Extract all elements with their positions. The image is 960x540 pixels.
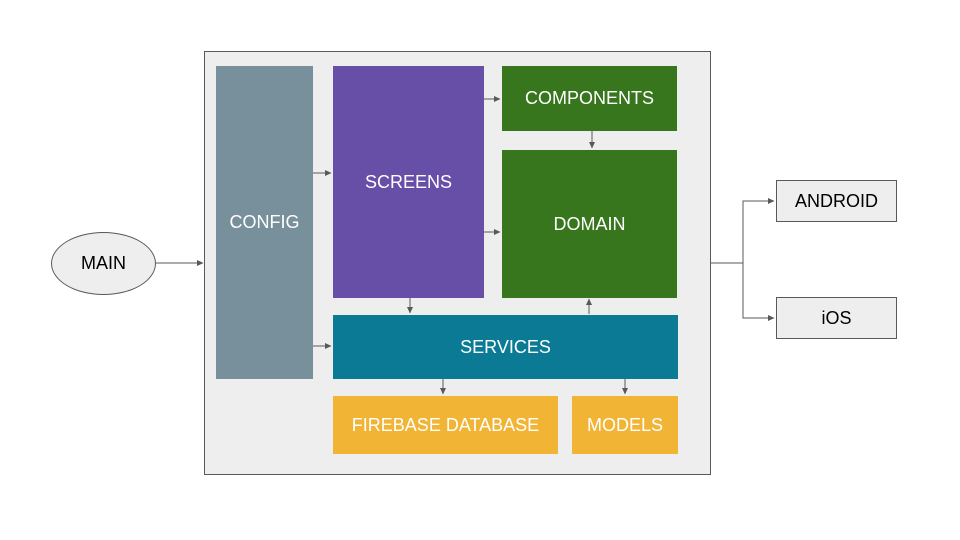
- android-node: ANDROID: [776, 180, 897, 222]
- firebase-database-label: FIREBASE DATABASE: [351, 414, 540, 435]
- domain-label: DOMAIN: [553, 213, 626, 234]
- config-block: CONFIG: [216, 66, 313, 379]
- config-label: CONFIG: [229, 212, 300, 232]
- edge-container-to-ios: [742, 263, 775, 321]
- android-label: ANDROID: [794, 190, 878, 211]
- screens-block: SCREENS: [333, 66, 484, 298]
- edge-container-to-android: [711, 198, 775, 264]
- firebase-database-block: FIREBASE DATABASE: [333, 396, 558, 454]
- services-label: SERVICES: [460, 336, 551, 357]
- models-label: MODELS: [586, 414, 664, 435]
- ios-node: iOS: [776, 297, 897, 339]
- screens-label: SCREENS: [364, 172, 453, 192]
- components-label: COMPONENTS: [524, 88, 654, 108]
- services-block: SERVICES: [333, 315, 678, 379]
- components-block: COMPONENTS: [502, 66, 677, 131]
- main-node: MAIN: [51, 232, 156, 295]
- main-label: MAIN: [81, 253, 126, 273]
- models-block: MODELS: [572, 396, 678, 454]
- ios-label: iOS: [821, 307, 852, 328]
- domain-block: DOMAIN: [502, 150, 677, 298]
